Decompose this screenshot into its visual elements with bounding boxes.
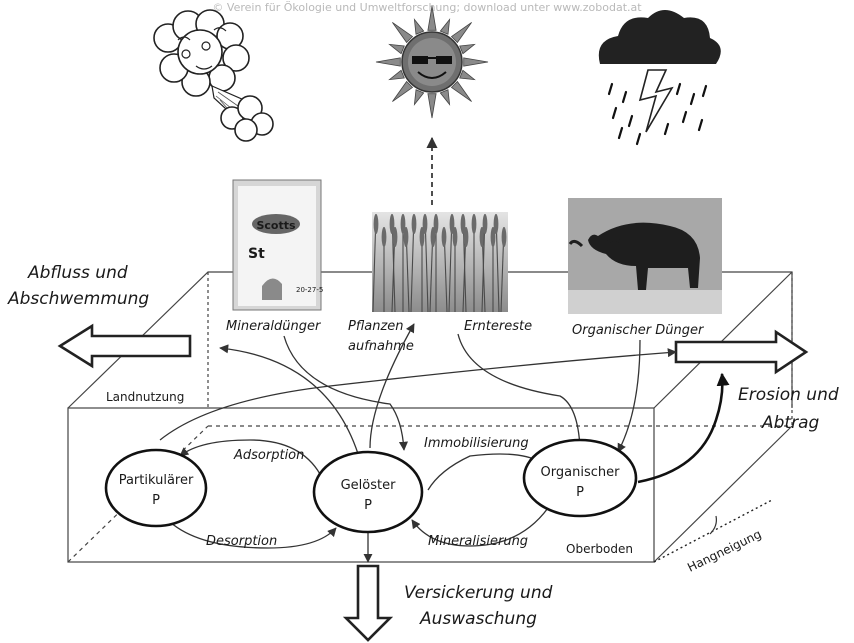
wheat-photo bbox=[372, 212, 508, 313]
svg-text:P: P bbox=[364, 498, 372, 513]
wind-cloud-icon bbox=[153, 9, 274, 142]
runoff-arrow bbox=[57, 323, 192, 369]
organic-to-erosion-flow bbox=[637, 372, 730, 484]
erosion-label-line1: Erosion und bbox=[738, 385, 839, 405]
plant-uptake-label-line2: aufnahme bbox=[348, 339, 414, 354]
svg-text:Gelöster: Gelöster bbox=[341, 478, 397, 493]
node-dissolved-p: Gelöster P bbox=[312, 450, 424, 534]
adsorption-label: Adsorption bbox=[233, 448, 304, 463]
svg-text:P: P bbox=[576, 485, 584, 500]
fertilizer-to-dissolved-flow bbox=[283, 335, 408, 451]
adsorption-flow bbox=[179, 439, 321, 475]
node-organic-p: Organischer P bbox=[522, 438, 638, 518]
watermark: © Verein für Ökologie und Umweltforschun… bbox=[212, 1, 642, 14]
organic-fertilizer-label: Organischer Dünger bbox=[572, 323, 705, 338]
landuse-label: Landnutzung bbox=[106, 390, 184, 404]
rain-cloud-icon bbox=[598, 10, 721, 146]
residue-to-organic-flow bbox=[457, 333, 585, 449]
buffalo-photo bbox=[568, 198, 722, 314]
runoff-label-line2: Abschwemmung bbox=[7, 289, 149, 309]
immobilisation-flow bbox=[427, 453, 541, 491]
svg-text:St: St bbox=[248, 246, 265, 262]
svg-text:20-27-5: 20-27-5 bbox=[296, 286, 323, 294]
desorption-flow bbox=[169, 521, 337, 549]
svg-text:Scotts: Scotts bbox=[256, 219, 296, 232]
dissolved-to-runoff-flow bbox=[219, 344, 361, 461]
topsoil-label: Oberboden bbox=[566, 542, 633, 556]
desorption-label: Desorption bbox=[206, 534, 277, 549]
runoff-label-line1: Abfluss und bbox=[27, 263, 128, 283]
sun-icon bbox=[375, 5, 489, 119]
immobilisation-label: Immobilisierung bbox=[424, 436, 529, 451]
manure-to-organic-flow bbox=[617, 339, 641, 453]
mineralisation-flow bbox=[411, 507, 549, 547]
mineralisation-label: Mineralisierung bbox=[428, 534, 528, 549]
leaching-label-line2: Auswaschung bbox=[419, 609, 537, 629]
topsoil-box bbox=[67, 271, 793, 563]
node-particulate-p: Partikulärer P bbox=[104, 448, 208, 528]
leaching-arrow bbox=[342, 564, 394, 642]
mineral-fertilizer-photo: Scotts St 20-27-5 bbox=[232, 179, 323, 311]
leaching-label-line1: Versickerung und bbox=[404, 583, 553, 603]
particulate-to-erosion-flow bbox=[159, 348, 677, 441]
harvest-residue-label: Erntereste bbox=[464, 319, 532, 334]
erosion-label-line2: Abtrag bbox=[761, 413, 819, 433]
mineral-fertilizer-label: Mineraldünger bbox=[226, 319, 322, 334]
svg-text:Organischer: Organischer bbox=[541, 465, 621, 480]
flow-arrows bbox=[159, 323, 730, 563]
plant-uptake-label-line1: Pflanzen bbox=[348, 319, 404, 334]
svg-text:P: P bbox=[152, 493, 160, 508]
dissolved-to-plants-flow bbox=[369, 323, 415, 449]
svg-text:Partikulärer: Partikulärer bbox=[119, 473, 194, 488]
erosion-arrow bbox=[674, 329, 809, 375]
slope-label: Hangneigung bbox=[685, 527, 763, 575]
